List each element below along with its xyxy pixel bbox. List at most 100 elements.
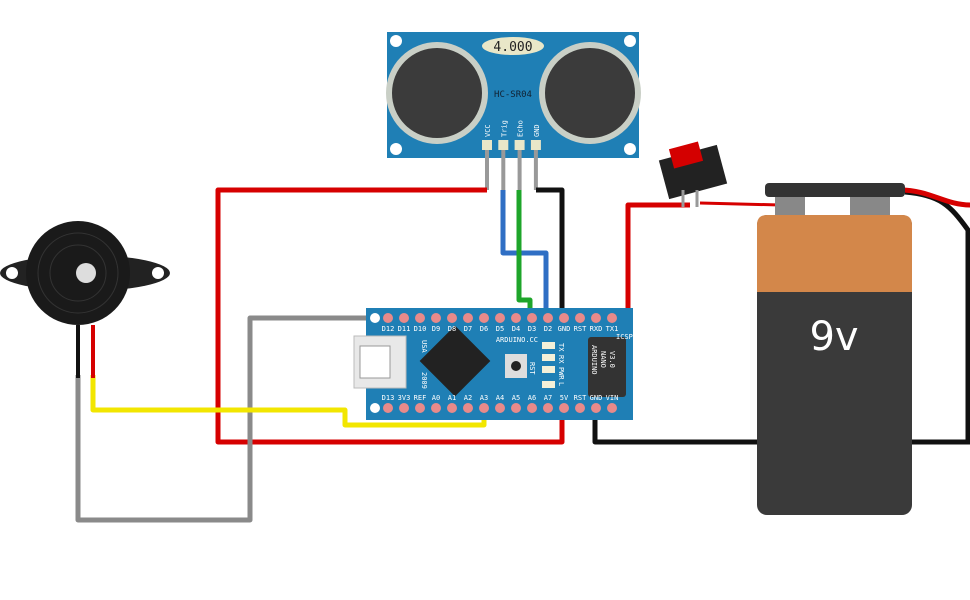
transducer-left [386,42,488,144]
wire-yellow-a3[interactable] [90,375,487,428]
header-pin[interactable] [415,313,425,323]
pin-label: D10 [414,325,427,333]
pin-label: D13 [382,394,395,402]
arduino-nano: ARDUINO.CC USA 2009 RST ARDUINO NANO V3.… [353,308,633,420]
sensor-pin-label: GND [533,124,541,137]
status-led [542,366,555,373]
wire-blue-trig[interactable] [500,190,549,318]
pin-label: D6 [480,325,488,333]
header-pin[interactable] [591,403,601,413]
wire-black-sensor-gnd[interactable] [536,187,565,318]
status-led [542,381,555,388]
pin-label: GND [558,325,571,333]
header-pin[interactable] [479,313,489,323]
pin-label: REF [414,394,427,402]
header-pin[interactable] [607,313,617,323]
sensor-pin[interactable] [482,140,492,150]
led-label: RX [557,355,565,364]
header-pin[interactable] [399,403,409,413]
wire-red-battery[interactable] [899,187,970,208]
sensor-model: HC-SR04 [494,90,532,100]
model-line-3: V3.0 [608,351,616,368]
icsp-header [588,337,626,397]
header-pin[interactable] [527,313,537,323]
status-led [542,354,555,361]
pin-label: VIN [606,394,619,402]
wire-gray-d12[interactable] [75,315,388,523]
led-label: L [557,382,565,386]
pin-label: A0 [432,394,440,402]
pin-label: A3 [480,394,488,402]
sensor-pin-lead [485,150,489,190]
header-pin[interactable] [543,403,553,413]
sensor-pin-label: Trig [500,120,508,137]
header-pin[interactable] [559,313,569,323]
header-pin[interactable] [463,313,473,323]
pin-label: D12 [382,325,395,333]
header-pin[interactable] [511,403,521,413]
header-pin[interactable] [607,403,617,413]
header-pin[interactable] [431,403,441,413]
sensor-pin[interactable] [514,140,525,150]
header-pin[interactable] [479,403,489,413]
header-pin[interactable] [383,403,393,413]
header-pin[interactable] [591,313,601,323]
year-label: 2009 [420,372,428,389]
led-label: PWR [557,367,565,380]
sensor-pin-label: Echo [517,120,525,137]
header-pin[interactable] [415,403,425,413]
header-pin[interactable] [575,313,585,323]
piezo-buzzer [0,221,170,378]
sensor-pin[interactable] [498,140,509,150]
rst-label: RST [528,362,536,375]
pin-label: D9 [432,325,440,333]
header-pin[interactable] [431,313,441,323]
sensor-pin-lead [517,150,522,190]
pin-label: A4 [496,394,504,402]
wire-red-switch-battery[interactable] [699,201,781,207]
usa-label: USA [420,340,428,353]
wire-red-vin[interactable] [625,202,690,400]
header-pin[interactable] [399,313,409,323]
header-pin[interactable] [495,403,505,413]
sensor-pin-label: VCC [484,124,492,137]
pin-label: 3V3 [398,394,411,402]
battery-label: 9v [809,314,858,360]
header-pin[interactable] [383,313,393,323]
header-pin[interactable] [463,403,473,413]
pin-label: D11 [398,325,411,333]
header-pin[interactable] [575,403,585,413]
pin-label: A6 [528,394,536,402]
pin-label: GND [590,394,603,402]
pin-label: D7 [464,325,472,333]
header-pin[interactable] [447,403,457,413]
header-pin[interactable] [559,403,569,413]
pin-label: D3 [528,325,536,333]
wire-black-battery[interactable] [904,189,970,442]
header-pin[interactable] [495,313,505,323]
microcontroller-chip [419,325,491,397]
model-line-1: ARDUINO [590,345,598,375]
battery-9v: 9v [757,183,912,515]
header-pin[interactable] [447,313,457,323]
pin-label: 5V [560,394,569,402]
pin-label: A7 [544,394,552,402]
pin-label: D2 [544,325,552,333]
sensor-display: 4.000 [493,40,532,55]
wire-red-5v[interactable] [215,187,565,445]
pin-label: D5 [496,325,504,333]
rocker-switch[interactable] [658,141,728,207]
pin-label: RST [574,325,587,333]
pin-label: D4 [512,325,520,333]
led-label: TX [557,343,565,352]
pin-label: A5 [512,394,520,402]
header-pin[interactable] [543,313,553,323]
sensor-pin[interactable] [530,140,541,150]
icsp-label: ICSP [616,333,633,341]
transducer-right [539,42,641,144]
ultrasonic-sensor: 4.000 HC-SR04 VCC Trig Echo GND [386,32,641,190]
header-pin[interactable] [511,313,521,323]
header-pin[interactable] [527,403,537,413]
